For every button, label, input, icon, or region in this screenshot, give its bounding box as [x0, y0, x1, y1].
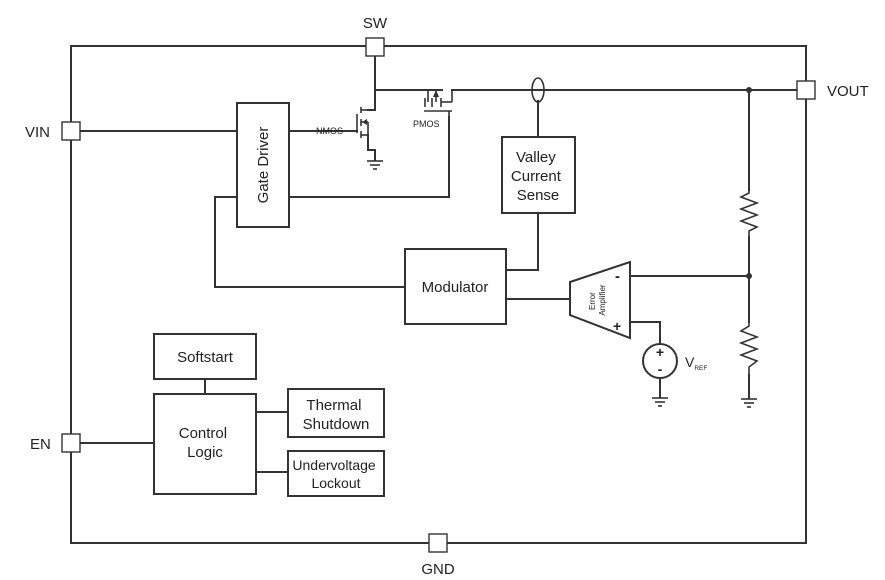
divider-ground-icon: [741, 398, 757, 408]
gate-driver-block: [236, 102, 290, 228]
vref-plus-sign: +: [656, 344, 664, 360]
resistor-bottom: [738, 322, 760, 375]
modulator-block: [404, 248, 507, 325]
gnd-pin: [428, 533, 448, 553]
error-amplifier-label: Error Amplifier: [588, 284, 607, 315]
gate-driver-label: Gate Driver: [255, 127, 272, 204]
softstart-block: [153, 333, 257, 380]
thermal-shutdown-label: Thermal Shutdown: [303, 397, 370, 433]
valley-current-sense-block: [501, 136, 576, 214]
wire-pmos-gate: [288, 116, 450, 198]
vout-pin: [796, 80, 816, 100]
en-pin-label: EN: [30, 436, 51, 453]
vin-pin-label: VIN: [25, 124, 50, 141]
vref-minus-sign: -: [658, 361, 663, 377]
wire-sw-node: [374, 55, 443, 91]
vout-pin-label: VOUT: [827, 83, 869, 100]
vin-pin: [61, 121, 81, 141]
amp-minus-sign: -: [615, 268, 620, 285]
control-logic-label: Control Logic: [179, 425, 232, 461]
softstart-label: Softstart: [177, 349, 234, 366]
resistor-top: [738, 190, 760, 237]
sw-pin-label: SW: [363, 15, 388, 32]
nmos-ground-icon: [367, 160, 383, 170]
pmos-transistor: [424, 90, 453, 117]
control-logic-block: [153, 393, 257, 495]
wires: [79, 55, 798, 473]
en-pin: [61, 433, 81, 453]
vref-label: VREF: [685, 354, 707, 372]
undervoltage-lockout-label: Undervoltage Lockout: [292, 457, 379, 491]
modulator-label: Modulator: [422, 279, 489, 296]
pmos-label: PMOS: [413, 119, 440, 129]
amp-plus-sign: +: [613, 318, 621, 334]
valley-current-sense-label: Valley Current Sense: [511, 149, 565, 204]
sw-pin: [365, 37, 385, 57]
vref-source: [642, 343, 678, 379]
undervoltage-lockout-block: [287, 450, 385, 497]
vref-ground-icon: [652, 397, 668, 407]
thermal-shutdown-block: [287, 388, 385, 438]
wire-modulator-gate: [214, 196, 406, 288]
error-amplifier: [569, 260, 631, 340]
current-sense-loop: [531, 77, 545, 103]
nmos-label: NMOS: [316, 126, 343, 136]
nmos-transistor: [356, 107, 369, 138]
gnd-pin-label: GND: [421, 561, 455, 578]
junction-dot: [746, 273, 752, 279]
junction-dot: [746, 87, 752, 93]
